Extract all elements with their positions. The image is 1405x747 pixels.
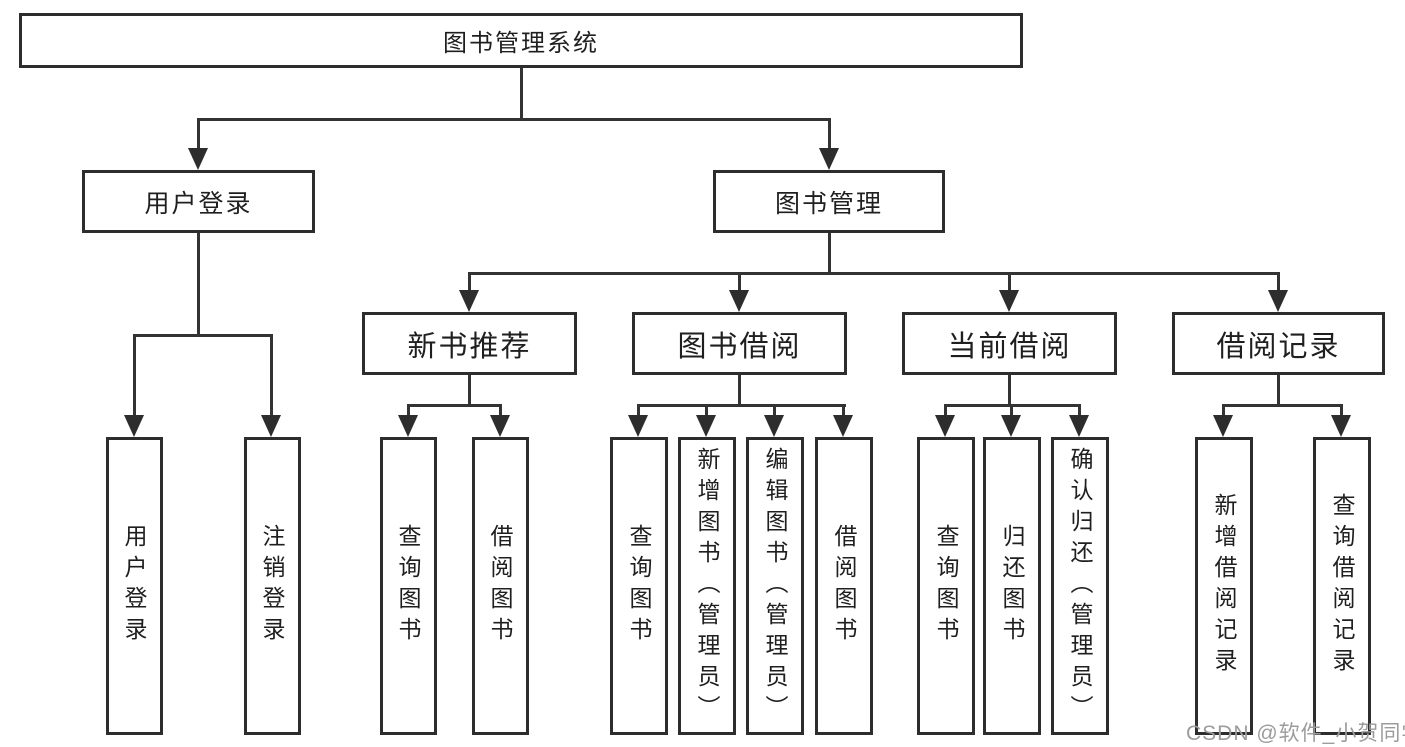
connector-line: [1222, 404, 1343, 407]
node-label: 图书管理: [774, 189, 883, 218]
connector-line: [1008, 272, 1011, 294]
arrow-down-icon: [188, 148, 208, 170]
connector-line: [520, 68, 523, 120]
leaf-label: 借阅图书: [831, 524, 857, 648]
arrow-down-icon: [935, 415, 955, 437]
node-borrowing-records: 借阅记录: [1172, 312, 1385, 375]
connector-line: [468, 272, 1280, 275]
connector-line: [705, 404, 708, 418]
connector-line: [773, 404, 776, 418]
csdn-watermark: CSDN @软件_小贺同学: [1186, 722, 1405, 745]
connector-line: [197, 118, 200, 152]
leaf-add-books-admin: 新增图书（管理员）: [678, 437, 736, 735]
leaf-edit-books-admin: 编辑图书（管理员）: [746, 437, 804, 735]
arrow-down-icon: [628, 415, 648, 437]
connector-line: [1078, 404, 1081, 418]
arrow-down-icon: [819, 148, 839, 170]
leaf-add-borrow-record: 新增借阅记录: [1195, 437, 1253, 735]
node-book-management: 图书管理: [713, 170, 945, 233]
connector-line: [270, 334, 273, 419]
connector-line: [738, 375, 741, 407]
connector-line: [407, 404, 502, 407]
connector-line: [1010, 404, 1013, 418]
connector-line: [468, 375, 471, 407]
leaf-label: 注销登录: [259, 524, 285, 648]
node-new-book-recommendation: 新书推荐: [362, 312, 577, 375]
connector-line: [1222, 404, 1225, 418]
leaf-borrow-books-recommend: 借阅图书: [472, 437, 529, 735]
connector-line: [133, 334, 136, 419]
leaf-confirm-return-admin: 确认归还（管理员）: [1051, 437, 1109, 735]
connector-line: [468, 272, 471, 294]
connector-line: [133, 334, 273, 337]
arrow-down-icon: [459, 290, 479, 312]
connector-line: [738, 272, 741, 294]
leaf-label: 查询图书: [395, 524, 421, 648]
leaf-user-login: 用户登录: [106, 437, 163, 735]
node-label: 图书管理系统: [443, 30, 599, 57]
arrow-down-icon: [398, 415, 418, 437]
node-library-management-system: 图书管理系统: [19, 13, 1023, 68]
leaf-query-books-current: 查询图书: [917, 437, 975, 735]
connector-line: [828, 118, 831, 152]
arrow-down-icon: [729, 290, 749, 312]
connector-line: [637, 404, 846, 407]
node-label: 用户登录: [144, 189, 253, 218]
arrow-down-icon: [1331, 415, 1351, 437]
connector-line: [944, 404, 947, 418]
arrow-down-icon: [999, 290, 1019, 312]
leaf-label: 查询图书: [626, 524, 652, 648]
leaf-borrow-books: 借阅图书: [815, 437, 873, 735]
arrow-down-icon: [490, 415, 510, 437]
arrow-down-icon: [1001, 415, 1021, 437]
node-current-borrowing: 当前借阅: [902, 312, 1117, 375]
arrow-down-icon: [261, 415, 281, 437]
node-label: 新书推荐: [407, 330, 532, 363]
leaf-label: 新增借阅记录: [1211, 493, 1237, 679]
connector-line: [499, 404, 502, 418]
leaf-label: 查询图书: [933, 524, 959, 648]
node-book-borrowing: 图书借阅: [632, 312, 847, 375]
leaf-query-books-recommend: 查询图书: [380, 437, 437, 735]
node-label: 借阅记录: [1216, 330, 1341, 363]
connector-line: [842, 404, 845, 418]
leaf-label: 借阅图书: [487, 524, 513, 648]
arrow-down-icon: [1069, 415, 1089, 437]
leaf-label: 确认归还（管理员）: [1067, 446, 1093, 726]
leaf-logout: 注销登录: [244, 437, 301, 735]
leaf-label: 编辑图书（管理员）: [762, 446, 788, 726]
connector-line: [197, 118, 831, 121]
connector-line: [1277, 272, 1280, 294]
node-user-login: 用户登录: [82, 170, 315, 233]
node-label: 当前借阅: [947, 330, 1072, 363]
leaf-label: 用户登录: [121, 524, 147, 648]
connector-line: [828, 233, 831, 275]
node-label: 图书借阅: [677, 330, 802, 363]
leaf-return-books: 归还图书: [983, 437, 1041, 735]
connector-line: [1008, 375, 1011, 407]
leaf-query-books-borrowing: 查询图书: [610, 437, 668, 735]
arrow-down-icon: [696, 415, 716, 437]
arrow-down-icon: [1213, 415, 1233, 437]
arrow-down-icon: [764, 415, 784, 437]
leaf-label: 归还图书: [999, 524, 1025, 648]
connector-line: [407, 404, 410, 418]
connector-line: [1340, 404, 1343, 418]
arrow-down-icon: [1268, 290, 1288, 312]
arrow-down-icon: [833, 415, 853, 437]
leaf-label: 查询借阅记录: [1329, 493, 1355, 679]
connector-line: [1277, 375, 1280, 407]
arrow-down-icon: [124, 415, 144, 437]
leaf-query-borrow-record: 查询借阅记录: [1313, 437, 1371, 735]
connector-line: [197, 233, 200, 337]
connector-line: [637, 404, 640, 418]
leaf-label: 新增图书（管理员）: [694, 446, 720, 726]
